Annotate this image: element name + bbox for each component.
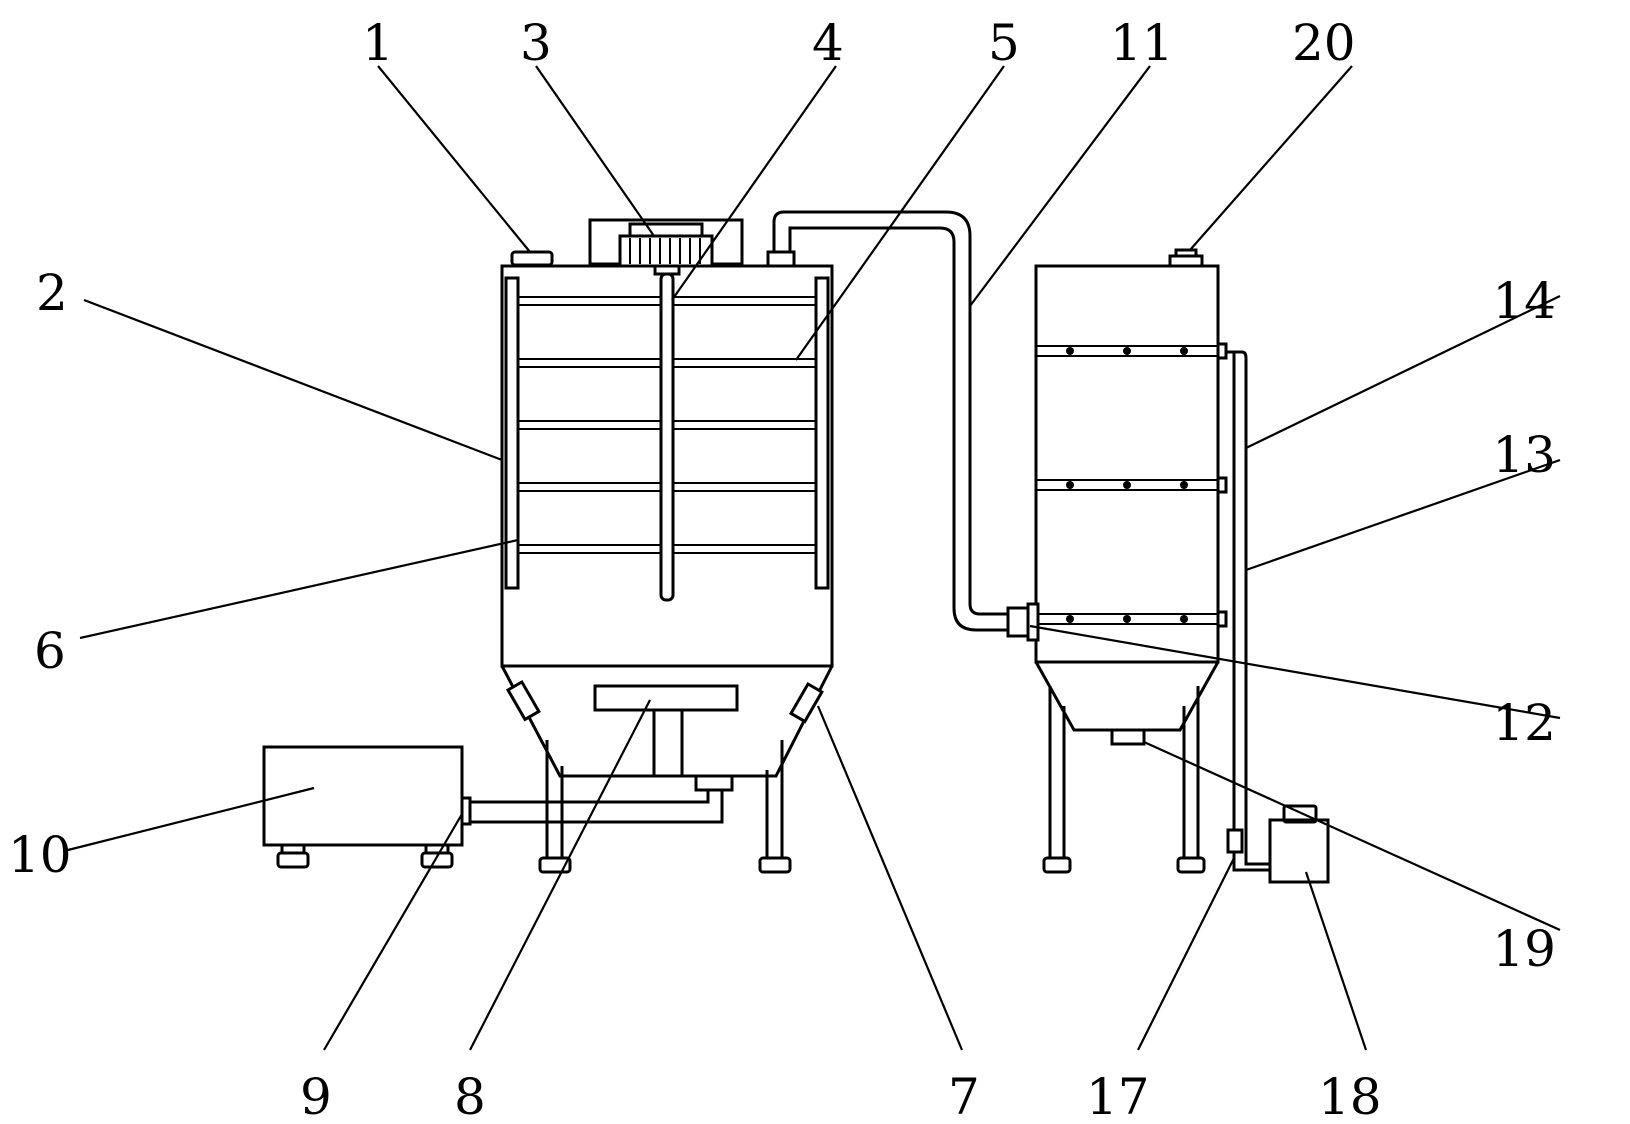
label-18: 18 <box>1318 1068 1382 1124</box>
collection-box-body <box>262 745 464 847</box>
label-7: 7 <box>948 1068 980 1124</box>
right-tower-legs <box>1042 686 1206 874</box>
label-20: 20 <box>1292 14 1356 72</box>
leader-lines <box>67 65 1561 1051</box>
collection-box <box>262 745 472 869</box>
valve-pipe-b <box>1244 852 1270 866</box>
top-outlet-port <box>766 250 796 268</box>
side-bar-left <box>504 276 520 590</box>
spray-layers <box>1036 345 1218 625</box>
pipe-flange <box>1026 602 1040 642</box>
discharge-pipe-top <box>466 790 710 804</box>
label-9: 9 <box>300 1068 332 1124</box>
motor-cap <box>628 222 704 238</box>
label-5: 5 <box>988 14 1020 72</box>
pump-body <box>1268 818 1330 884</box>
stirring-shaft <box>659 272 675 602</box>
label-4: 4 <box>812 14 844 72</box>
discharge-pipe-bottom <box>466 790 724 824</box>
label-13: 13 <box>1492 426 1556 484</box>
label-14: 14 <box>1492 272 1556 330</box>
part-labels: 1 3 4 5 11 20 2 6 14 13 12 10 19 9 8 7 1… <box>8 14 1556 1124</box>
label-8: 8 <box>454 1068 486 1124</box>
side-header-pipe <box>1216 342 1248 862</box>
right-tower <box>1006 248 1330 884</box>
valve <box>1226 828 1244 854</box>
bottom-outlet <box>694 774 734 792</box>
label-6: 6 <box>34 622 66 680</box>
label-3: 3 <box>520 14 552 72</box>
label-12: 12 <box>1492 694 1556 752</box>
label-17: 17 <box>1086 1068 1150 1124</box>
label-10: 10 <box>8 826 72 884</box>
left-tank <box>466 218 834 874</box>
feed-inlet <box>510 250 554 267</box>
label-1: 1 <box>362 14 394 72</box>
tower-bottom-port <box>1110 728 1146 746</box>
connecting-pipe <box>772 210 1020 632</box>
left-tank-legs <box>538 740 792 874</box>
box-inlet <box>460 796 472 826</box>
cone-nozzle-left <box>505 679 541 722</box>
tower-body <box>1034 264 1220 664</box>
cone-nozzle-right <box>788 681 824 724</box>
label-19: 19 <box>1492 920 1556 978</box>
label-11: 11 <box>1110 14 1174 72</box>
label-2: 2 <box>36 264 68 322</box>
filter-plate <box>593 684 739 712</box>
side-bar-right <box>814 276 830 590</box>
valve-pipe-a <box>1232 852 1270 872</box>
